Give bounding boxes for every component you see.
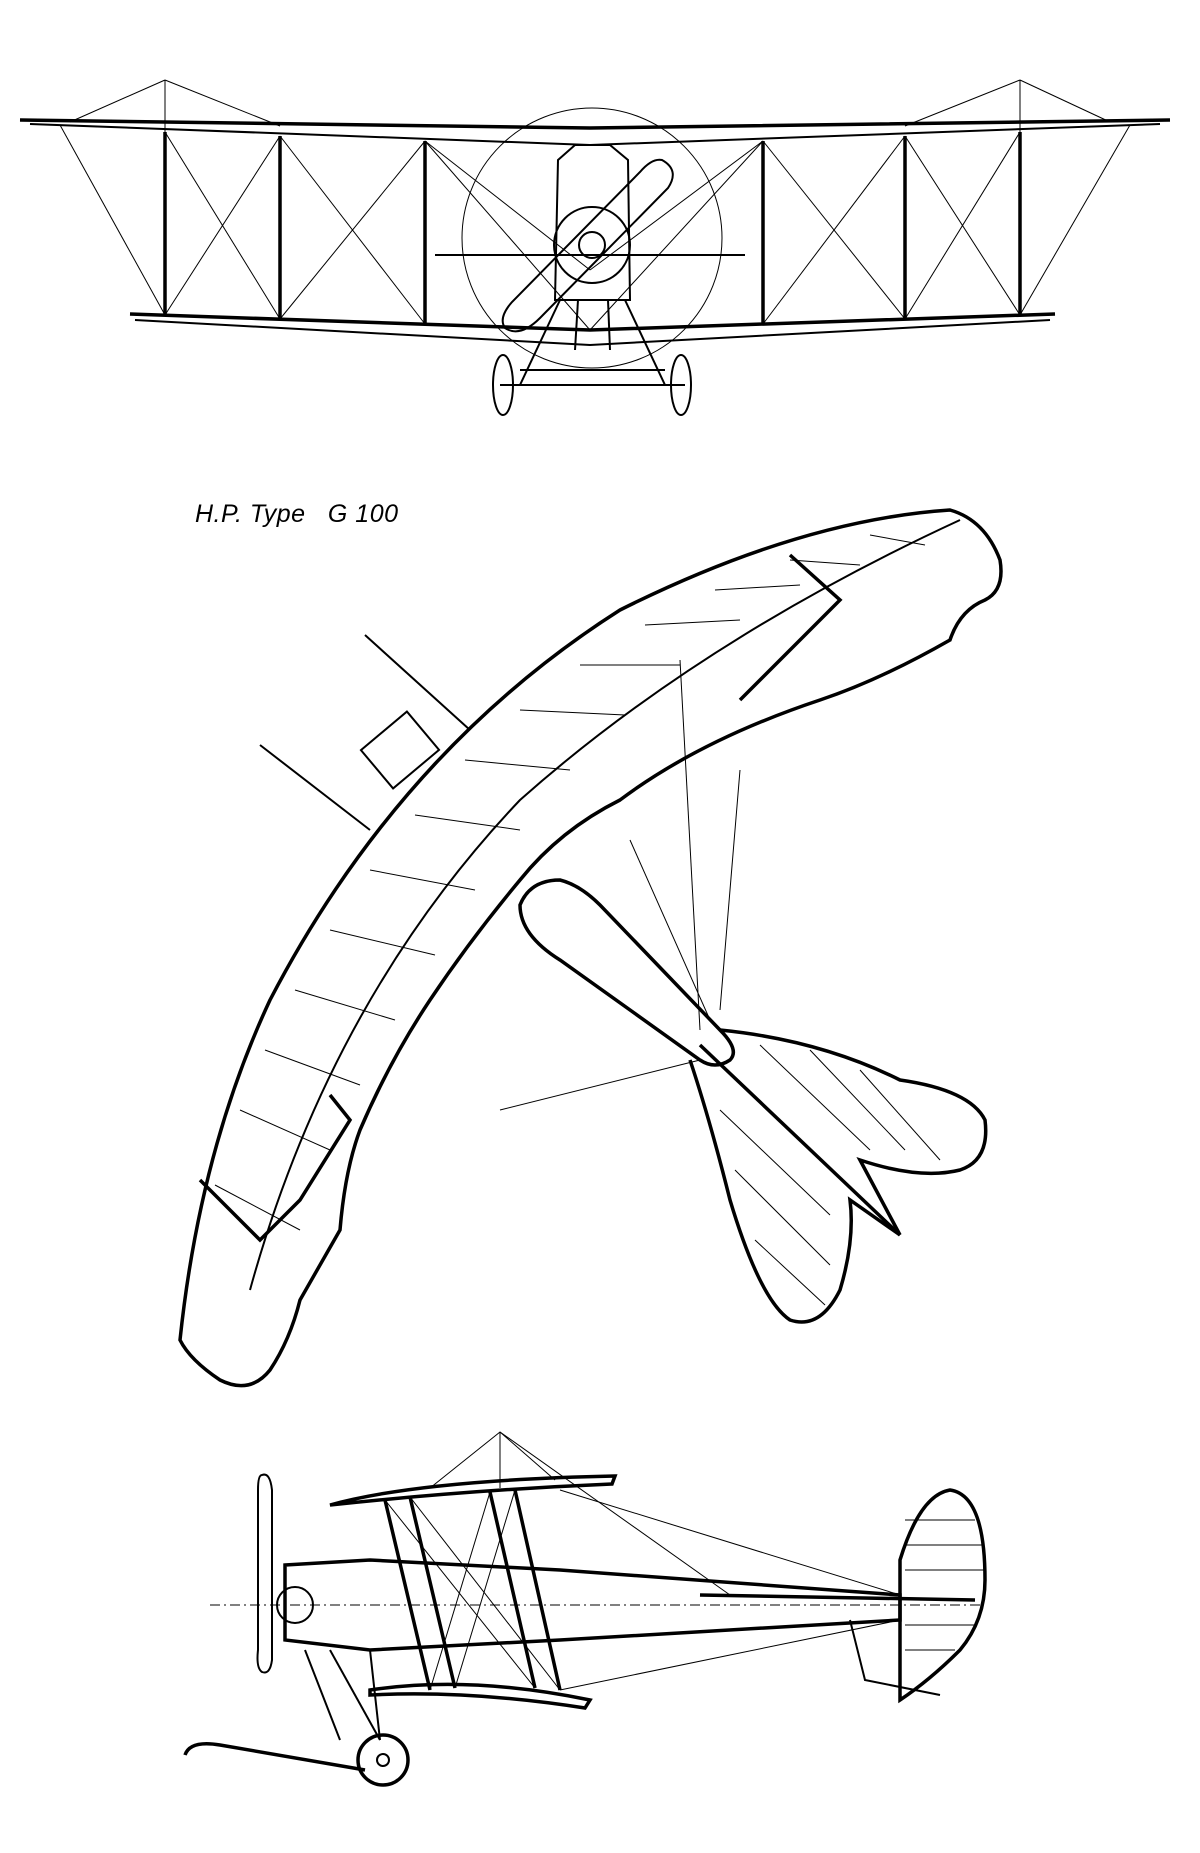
plan-elevator [688,1059,902,1324]
front-undercarriage [500,299,685,386]
front-struts [163,132,1022,324]
side-rudder [898,1488,987,1704]
side-tail-skid [849,1619,941,1696]
plan-bracing [499,659,741,1111]
front-kingposts [69,79,1111,132]
plan-propeller [259,634,471,831]
side-upper-wing [329,1474,618,1507]
side-undercarriage [304,1649,381,1741]
front-propeller-blades [501,158,674,333]
side-rudder-ribs [905,1519,985,1651]
plan-wing-spar [249,519,961,1291]
side-lower-wing [368,1682,593,1710]
plan-aileron-left [198,1093,353,1243]
drawing-title: H.P. Type G 100 [195,500,399,528]
plan-wing-ribs [214,534,926,1231]
side-propeller [256,1473,273,1674]
side-tailplane [699,1593,976,1602]
plan-view [178,508,1003,1388]
front-wheel-right [670,354,692,416]
plan-aileron-right [738,553,843,702]
front-engine-hub [578,231,606,259]
plan-fuselage-tail [698,1043,902,1237]
front-wheel-left [492,354,514,416]
front-fuselage [553,144,632,301]
front-view [19,79,1171,416]
side-wheel [356,1733,410,1787]
front-bracing [59,124,1131,331]
front-propeller-disc [461,107,723,369]
plan-fuselage [518,878,736,1067]
plan-wing [178,508,1003,1388]
plan-tail-ribs [719,1044,941,1306]
front-upper-wing [19,118,1171,130]
side-view [183,1431,987,1787]
side-bracing [384,1431,901,1691]
front-lower-wing-under [134,319,1051,347]
plan-tailplane [719,1028,988,1236]
plan-engine [359,710,441,790]
side-engine [276,1586,314,1624]
side-wheel-hub [376,1753,390,1767]
side-skid [183,1742,366,1772]
front-engine [553,206,631,284]
side-struts [383,1489,562,1691]
